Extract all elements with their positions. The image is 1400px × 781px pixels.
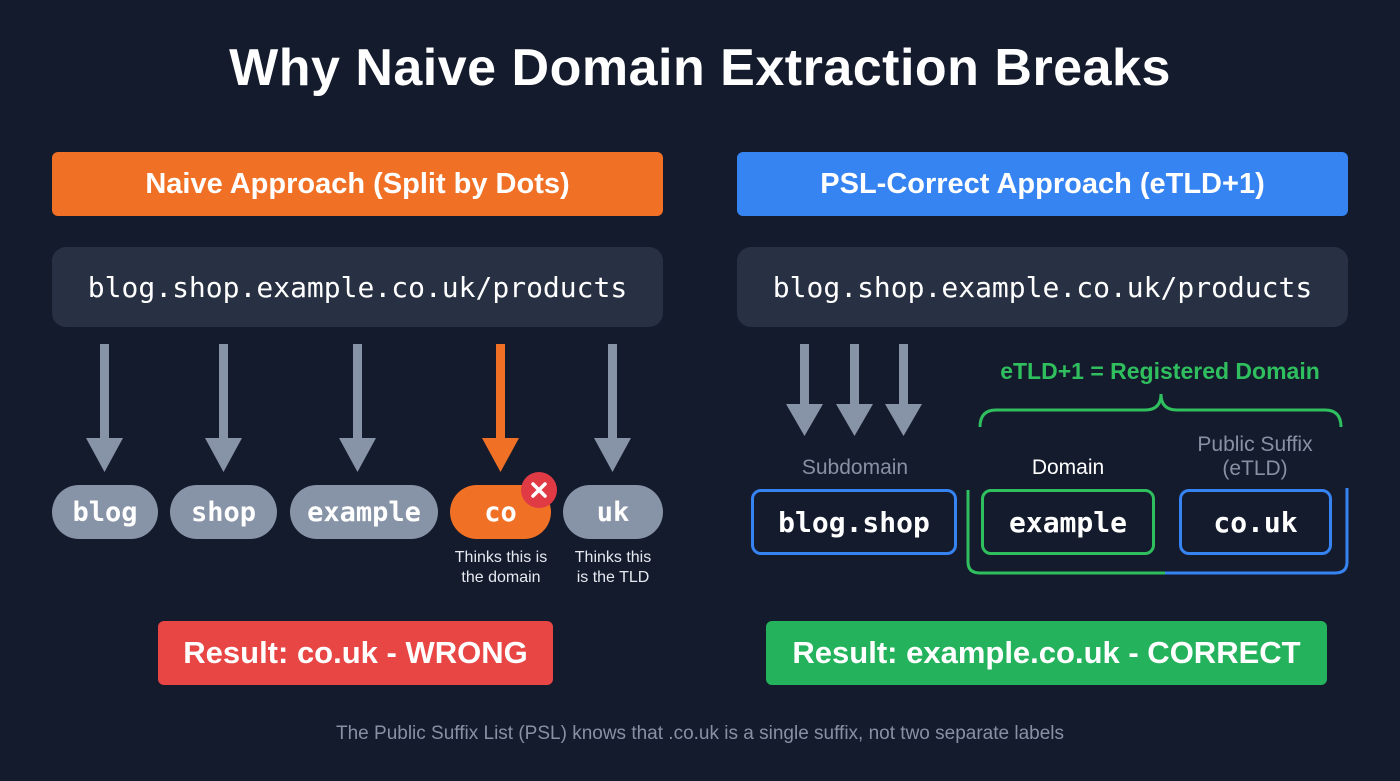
psl-result-badge: Result: example.co.uk - CORRECT xyxy=(766,621,1327,685)
uk-note: Thinks this is the TLD xyxy=(553,548,673,588)
psl-approach-header: PSL-Correct Approach (eTLD+1) xyxy=(737,152,1348,216)
public-suffix-label-line2: (eTLD) xyxy=(1222,457,1288,480)
x-error-icon xyxy=(521,472,557,508)
public-suffix-box: co.uk xyxy=(1179,489,1332,555)
naive-url-box: blog.shop.example.co.uk/products xyxy=(52,247,663,327)
subdomain-label: Subdomain xyxy=(801,456,909,479)
psl-url-box: blog.shop.example.co.uk/products xyxy=(737,247,1348,327)
domain-box: example xyxy=(981,489,1155,555)
co-note-line2: the domain xyxy=(461,569,541,586)
label-pill-example: example xyxy=(290,485,438,539)
uk-note-line1: Thinks this xyxy=(574,549,652,566)
bottom-bracket-green xyxy=(966,490,1165,575)
bottom-bracket-blue xyxy=(1165,488,1349,575)
curly-brace-icon xyxy=(978,393,1343,428)
naive-approach-header: Naive Approach (Split by Dots) xyxy=(52,152,663,216)
footer-note: The Public Suffix List (PSL) knows that … xyxy=(336,723,1064,744)
arrow-down-highlight-icon xyxy=(482,344,519,472)
label-pill-blog: blog xyxy=(52,485,158,539)
uk-note-line2: is the TLD xyxy=(576,569,650,586)
label-pill-shop: shop xyxy=(170,485,277,539)
label-pill-uk: uk xyxy=(563,485,663,539)
co-note-line1: Thinks this is xyxy=(454,549,548,566)
etld-plus-one-label: eTLD+1 = Registered Domain xyxy=(1000,358,1320,384)
public-suffix-label: Public Suffix (eTLD) xyxy=(1155,433,1355,481)
domain-label: Domain xyxy=(1031,456,1105,479)
arrow-down-icon xyxy=(86,344,631,472)
subdomain-box: blog.shop xyxy=(751,489,957,555)
page-title: Why Naive Domain Extraction Breaks xyxy=(229,39,1171,97)
naive-result-badge: Result: co.uk - WRONG xyxy=(158,621,553,685)
co-note: Thinks this is the domain xyxy=(436,548,566,588)
public-suffix-label-line1: Public Suffix xyxy=(1197,433,1313,456)
arrow-down-icon xyxy=(786,344,922,436)
